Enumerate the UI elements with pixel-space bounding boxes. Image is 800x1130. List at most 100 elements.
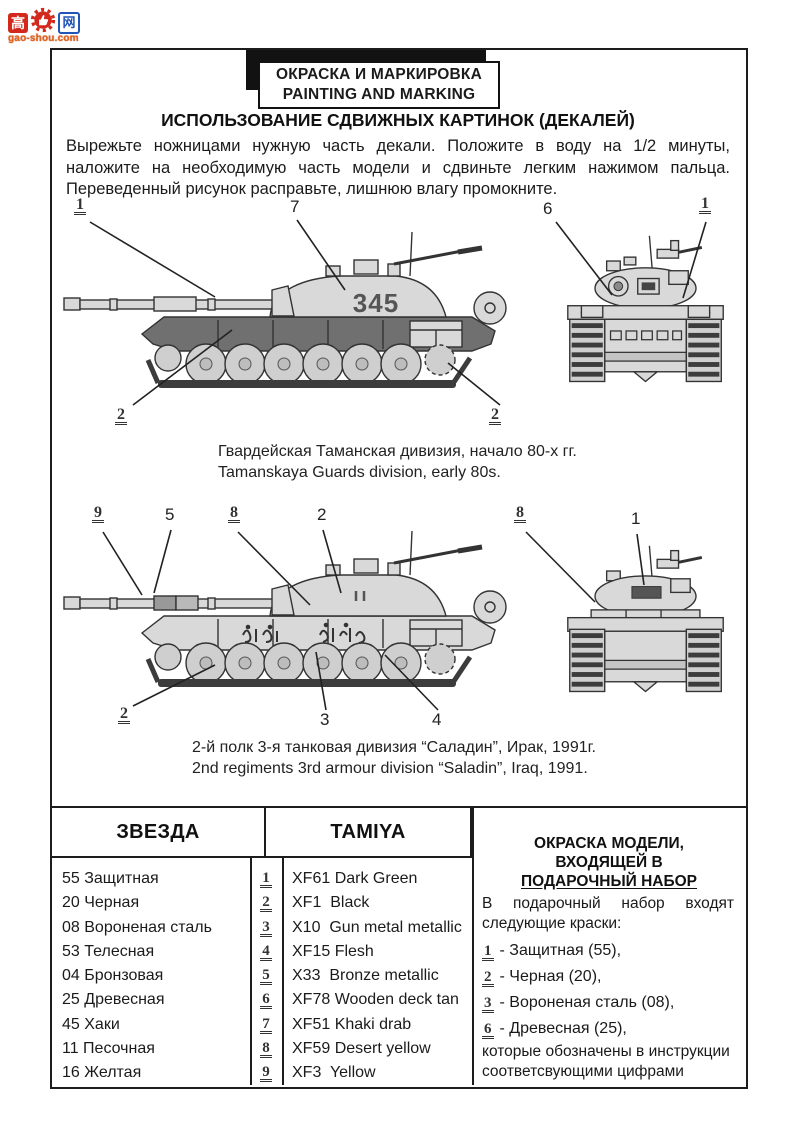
- tamiya-paint-name: XF1 Black: [292, 894, 370, 912]
- tank1-lower-hull: [604, 318, 687, 373]
- callout-f2-track: 2: [118, 705, 130, 724]
- callout-f1-barrel: 1: [74, 196, 86, 215]
- figure2-caption: 2-й полк 3-я танковая дивизия “Саладин”,…: [192, 738, 596, 779]
- gift-item-label: - Черная (20),: [499, 968, 602, 985]
- callout-f1-skirt: 2: [115, 406, 127, 425]
- decal-instructions-text: Вырежьте ножницами нужную часть декали. …: [66, 137, 730, 198]
- figure2-callout-lines: [102, 529, 645, 711]
- figure1-caption-ru: Гвардейская Таманская дивизия, начало 80…: [218, 443, 577, 460]
- tamiya-paint-name: XF51 Khaki drab: [292, 1015, 412, 1033]
- paint-number: 2: [260, 894, 272, 913]
- table-vline-1: [250, 858, 252, 1085]
- section-title: ИСПОЛЬЗОВАНИЕ СДВИЖНЫХ КАРТИНОК (ДЕКАЛЕЙ…: [161, 110, 635, 130]
- gift-panel-title: ОКРАСКА МОДЕЛИ, ВХОДЯЩЕЙ В ПОДАРОЧНЫЙ НА…: [480, 834, 738, 891]
- figure1-caption: Гвардейская Таманская дивизия, начало 80…: [218, 442, 577, 483]
- tamiya-paint-name: XF78 Wooden deck tan: [292, 991, 459, 1009]
- gift-item-label: - Древесная (25),: [499, 1020, 627, 1037]
- tank1-turret-number: 345: [353, 288, 399, 318]
- paint-number: 3: [260, 918, 272, 937]
- gift-item-number: 6: [482, 1021, 494, 1039]
- gift-item-number: 3: [482, 995, 494, 1013]
- gift-item: 6 - Древесная (25),: [482, 1016, 734, 1042]
- tamiya-paint-name: XF59 Desert yellow: [292, 1040, 431, 1058]
- tamiya-header-cell: TAMIYA: [264, 806, 472, 858]
- callout-f2-inscription-2: 4: [432, 710, 442, 729]
- watermark-logo: 高 网: [8, 7, 80, 38]
- tank2-lower-hull: [604, 630, 687, 683]
- gift-item: 2 - Черная (20),: [482, 964, 734, 990]
- gift-panel-title-line3: ПОДАРОЧНЫЙ НАБОР: [520, 873, 698, 890]
- tank2-running-gear: [145, 642, 473, 687]
- callout-f1-searchlight: 6: [543, 199, 553, 218]
- zvezda-paint-name: 53 Телесная: [62, 942, 155, 960]
- gift-item-number: 2: [482, 969, 494, 987]
- tank1-tracks: [569, 318, 722, 383]
- figure2-caption-en: 2nd regiments 3rd armour division “Salad…: [192, 759, 588, 777]
- tank2-turret-marking: [354, 591, 366, 601]
- zvezda-paint-name: 16 Желтая: [62, 1064, 142, 1082]
- tamiya-paint-name: XF3 Yellow: [292, 1064, 376, 1082]
- callout-f1-turret-decal: 7: [290, 197, 300, 216]
- watermark-domain: gao-shou.com: [8, 33, 79, 44]
- gift-item: 3 - Вороненая сталь (08),: [482, 990, 734, 1016]
- callout-f2-barrel-tip: 9: [92, 504, 104, 523]
- table-vline-2: [282, 858, 284, 1085]
- tank2-hull-inscription-left: [242, 624, 278, 643]
- zvezda-paint-name: 08 Вороненая сталь: [62, 918, 212, 936]
- zvezda-paint-name: 11 Песочная: [62, 1040, 155, 1058]
- tamiya-paint-name: XF15 Flesh: [292, 942, 374, 960]
- callout-f2-inscription-1: 3: [320, 710, 330, 729]
- figure1-caption-en: Tamanskaya Guards division, early 80s.: [218, 463, 501, 481]
- tank1-running-gear: [145, 343, 473, 388]
- zvezda-paint-name: 25 Древесная: [62, 991, 165, 1009]
- paint-number: 7: [260, 1015, 272, 1034]
- watermark-wang-box: 网: [58, 11, 80, 34]
- zvezda-paint-name: 20 Черная: [62, 894, 140, 912]
- callout-f2-turret: 8: [228, 504, 240, 523]
- figure2-caption-ru: 2-й полк 3-я танковая дивизия “Саладин”,…: [192, 739, 596, 756]
- paint-number: 1: [260, 870, 272, 888]
- zvezda-header-cell: ЗВЕЗДА: [50, 806, 266, 858]
- callout-f2-rear-decal: 1: [631, 509, 641, 528]
- tank1-mantlet: [271, 285, 295, 317]
- gift-item: 1- Защитная (55),: [482, 938, 734, 964]
- gift-panel-title-line2: ВХОДЯЩЕЙ В: [555, 854, 663, 871]
- tank2-hull-inscription-right: [319, 622, 366, 644]
- zvezda-paint-name: 04 Бронзовая: [62, 967, 164, 985]
- zvezda-paint-name: 55 Защитная: [62, 870, 159, 887]
- callout-f2-barrel-band: 5: [165, 505, 175, 524]
- header-title-ru: ОКРАСКА И МАРКИРОВКА: [276, 66, 482, 83]
- paint-number: 8: [260, 1040, 272, 1059]
- tamiya-paint-name: X33 Bronze metallic: [292, 967, 439, 985]
- paint-number: 9: [260, 1064, 272, 1083]
- zvezda-paint-name: 45 Хаки: [62, 1015, 120, 1033]
- zvezda-paint-list: 55 Защитная 20 Черная 08 Вороненая сталь…: [62, 867, 212, 1086]
- callout-f2-rear-turret: 8: [514, 504, 526, 523]
- header-title-en: PAINTING AND MARKING: [282, 86, 476, 103]
- header-title-box: ОКРАСКА И МАРКИРОВКА PAINTING AND MARKIN…: [258, 61, 500, 109]
- table-vline-3: [472, 806, 474, 1085]
- gear-thumbsup-icon: [30, 7, 56, 38]
- gift-panel-items: 1- Защитная (55), 2 - Черная (20), 3 - Вор…: [482, 938, 734, 1042]
- figure1-callout-lines: [89, 219, 707, 406]
- tank2-hull-skirt: [140, 615, 496, 651]
- paint-number: 5: [260, 967, 272, 986]
- callout-f2-turret-decal: 2: [317, 505, 327, 524]
- gift-panel-intro: В подарочный набор входят следующие крас…: [482, 895, 734, 932]
- paint-number: 6: [260, 991, 272, 1010]
- gift-panel-footer: которые обозначены в инструкции соответс…: [482, 1043, 730, 1080]
- gift-item-label: - Вороненая сталь (08),: [499, 994, 675, 1011]
- tank1-side-view: 345: [63, 231, 507, 388]
- tamiya-paint-name: X10 Gun metal metallic: [292, 918, 462, 936]
- tank1-front-view: [567, 235, 724, 383]
- tank1-hull-skirt: [140, 316, 496, 352]
- tamiya-paint-name: XF61 Dark Green: [292, 870, 418, 887]
- gift-panel-title-line1: ОКРАСКА МОДЕЛИ,: [534, 835, 684, 852]
- watermark-gao-box: 高: [8, 12, 28, 33]
- tank2-rear-view: [567, 545, 724, 693]
- tamiya-paint-list: XF61 Dark Green XF1 Black X10 Gun metal …: [292, 867, 462, 1086]
- gift-item-label: - Защитная (55),: [499, 942, 622, 959]
- paint-number: 4: [260, 942, 272, 961]
- tank2-tracks: [569, 628, 722, 693]
